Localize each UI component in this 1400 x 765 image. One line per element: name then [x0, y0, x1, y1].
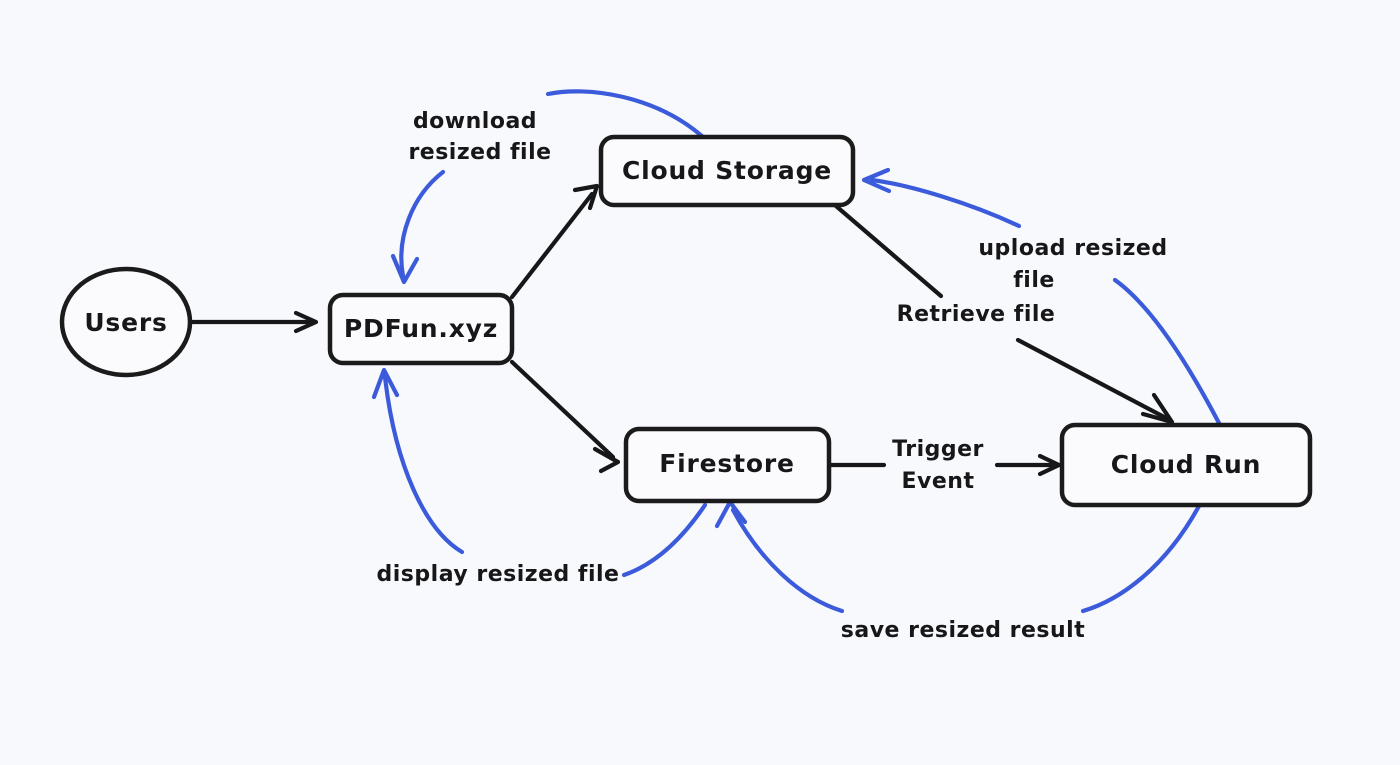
node-firestore[interactable]: Firestore — [623, 426, 832, 504]
arrowhead-icon — [592, 446, 621, 474]
edge-curve-segment-2 — [730, 507, 845, 614]
edge-label-download-resized-file: download resized file — [408, 109, 551, 165]
node-users-shape — [59, 266, 193, 378]
node-cloud-run-label: Cloud Run — [1111, 450, 1262, 479]
node-cloud-run-shape — [1059, 422, 1313, 508]
node-firestore-label: Firestore — [659, 449, 794, 478]
edge-label-retrieve-file: Retrieve file — [897, 302, 1056, 327]
arrowhead-icon — [1140, 392, 1175, 425]
node-pdfun[interactable]: PDFun.xyz — [327, 292, 515, 366]
edge-firestore-to-cloud-run — [826, 453, 1062, 477]
edge-label-line-1: Retrieve file — [897, 302, 1056, 327]
edge-cloud-run-to-cloud-storage — [861, 167, 1223, 428]
edge-curve-segment-2 — [399, 169, 446, 279]
edge-label-trigger-event: Trigger Event — [892, 437, 984, 494]
edge-firestore-to-pdfun — [371, 367, 708, 578]
node-users[interactable]: Users — [59, 266, 193, 378]
edge-pdfun-to-cloud-storage — [509, 183, 600, 300]
arrowhead-icon — [293, 310, 319, 334]
node-firestore-shape — [623, 426, 832, 504]
edge-curve-segment-2 — [382, 374, 465, 555]
edge-curve-segment-2 — [869, 177, 1022, 229]
edge-line — [509, 191, 595, 300]
edge-users-to-pdfun — [188, 310, 319, 334]
edge-label-line-2: file — [1013, 268, 1055, 293]
node-cloud-storage[interactable]: Cloud Storage — [598, 134, 856, 208]
edge-curve-segment-1 — [1080, 503, 1202, 614]
edge-pdfun-to-firestore — [509, 359, 621, 474]
edge-label-save-resized-result: save resized result — [841, 618, 1086, 643]
edge-curve-segment-1 — [1112, 277, 1223, 428]
edge-label-line-1: Trigger — [892, 437, 984, 462]
arrowhead-icon — [572, 183, 600, 211]
node-cloud-storage-label: Cloud Storage — [622, 156, 832, 185]
edge-cloud-storage-to-cloud-run — [833, 203, 1175, 425]
node-users-label: Users — [84, 308, 167, 337]
edge-label-display-resized-file: display resized file — [377, 562, 620, 587]
arrowhead-icon — [861, 167, 892, 194]
edge-cloud-storage-to-pdfun — [390, 89, 706, 285]
edge-label-line-1: display resized file — [377, 562, 620, 587]
edge-label-line-1: save resized result — [841, 618, 1086, 643]
edge-label-line-2: Event — [902, 469, 975, 494]
edge-label-line-1: upload resized — [978, 236, 1167, 261]
arrowhead-icon — [1037, 453, 1062, 477]
node-cloud-storage-shape — [598, 134, 856, 208]
arrowhead-icon — [390, 253, 420, 285]
edge-label-line-1: download — [413, 109, 537, 134]
node-cloud-run[interactable]: Cloud Run — [1059, 422, 1313, 508]
edge-cloud-run-to-firestore — [714, 499, 1202, 614]
edge-label-line-2: resized file — [408, 140, 551, 165]
arrowhead-icon — [371, 367, 400, 400]
edge-label-upload-resized-file: upload resized file — [978, 236, 1167, 293]
edge-line-segment-1 — [833, 203, 944, 299]
node-pdfun-label: PDFun.xyz — [344, 314, 498, 343]
edge-line-segment-2 — [1015, 337, 1171, 422]
edge-curve-segment-1 — [621, 502, 708, 578]
edge-curve-segment-1 — [545, 89, 706, 140]
edge-line — [509, 359, 616, 460]
node-pdfun-shape — [327, 292, 515, 366]
